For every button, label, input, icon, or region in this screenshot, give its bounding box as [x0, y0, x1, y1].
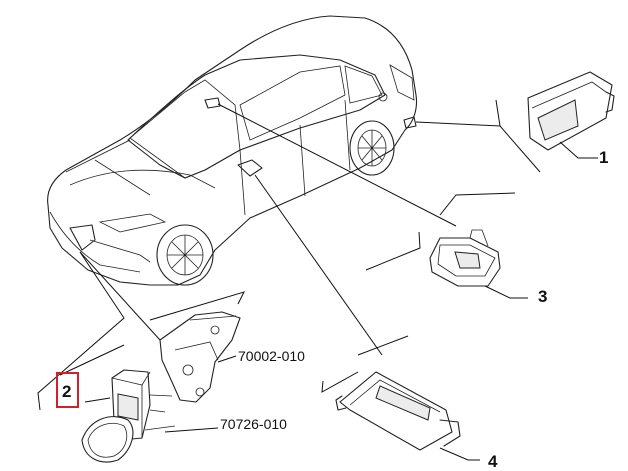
callout-1: 1 [599, 148, 608, 167]
bracket-70002-010 [159, 311, 241, 403]
highlight-box [56, 372, 79, 408]
callout-3: 3 [538, 287, 547, 306]
leader-lines [37, 99, 541, 411]
cover-70726-010 [81, 416, 219, 463]
part-4-module [335, 371, 480, 461]
part-1-module [527, 71, 615, 159]
callout-2[interactable]: 2 [62, 382, 71, 401]
callout-labels: 1 3 4 70002-010 70726-010 2 [56, 148, 608, 471]
part-3-camera [429, 229, 528, 299]
callout-4: 4 [488, 452, 498, 471]
car-illustration [47, 15, 418, 286]
part-2-sensor [84, 369, 176, 441]
callout-70726-010: 70726-010 [220, 416, 287, 432]
callout-70002-010: 70002-010 [238, 348, 305, 364]
